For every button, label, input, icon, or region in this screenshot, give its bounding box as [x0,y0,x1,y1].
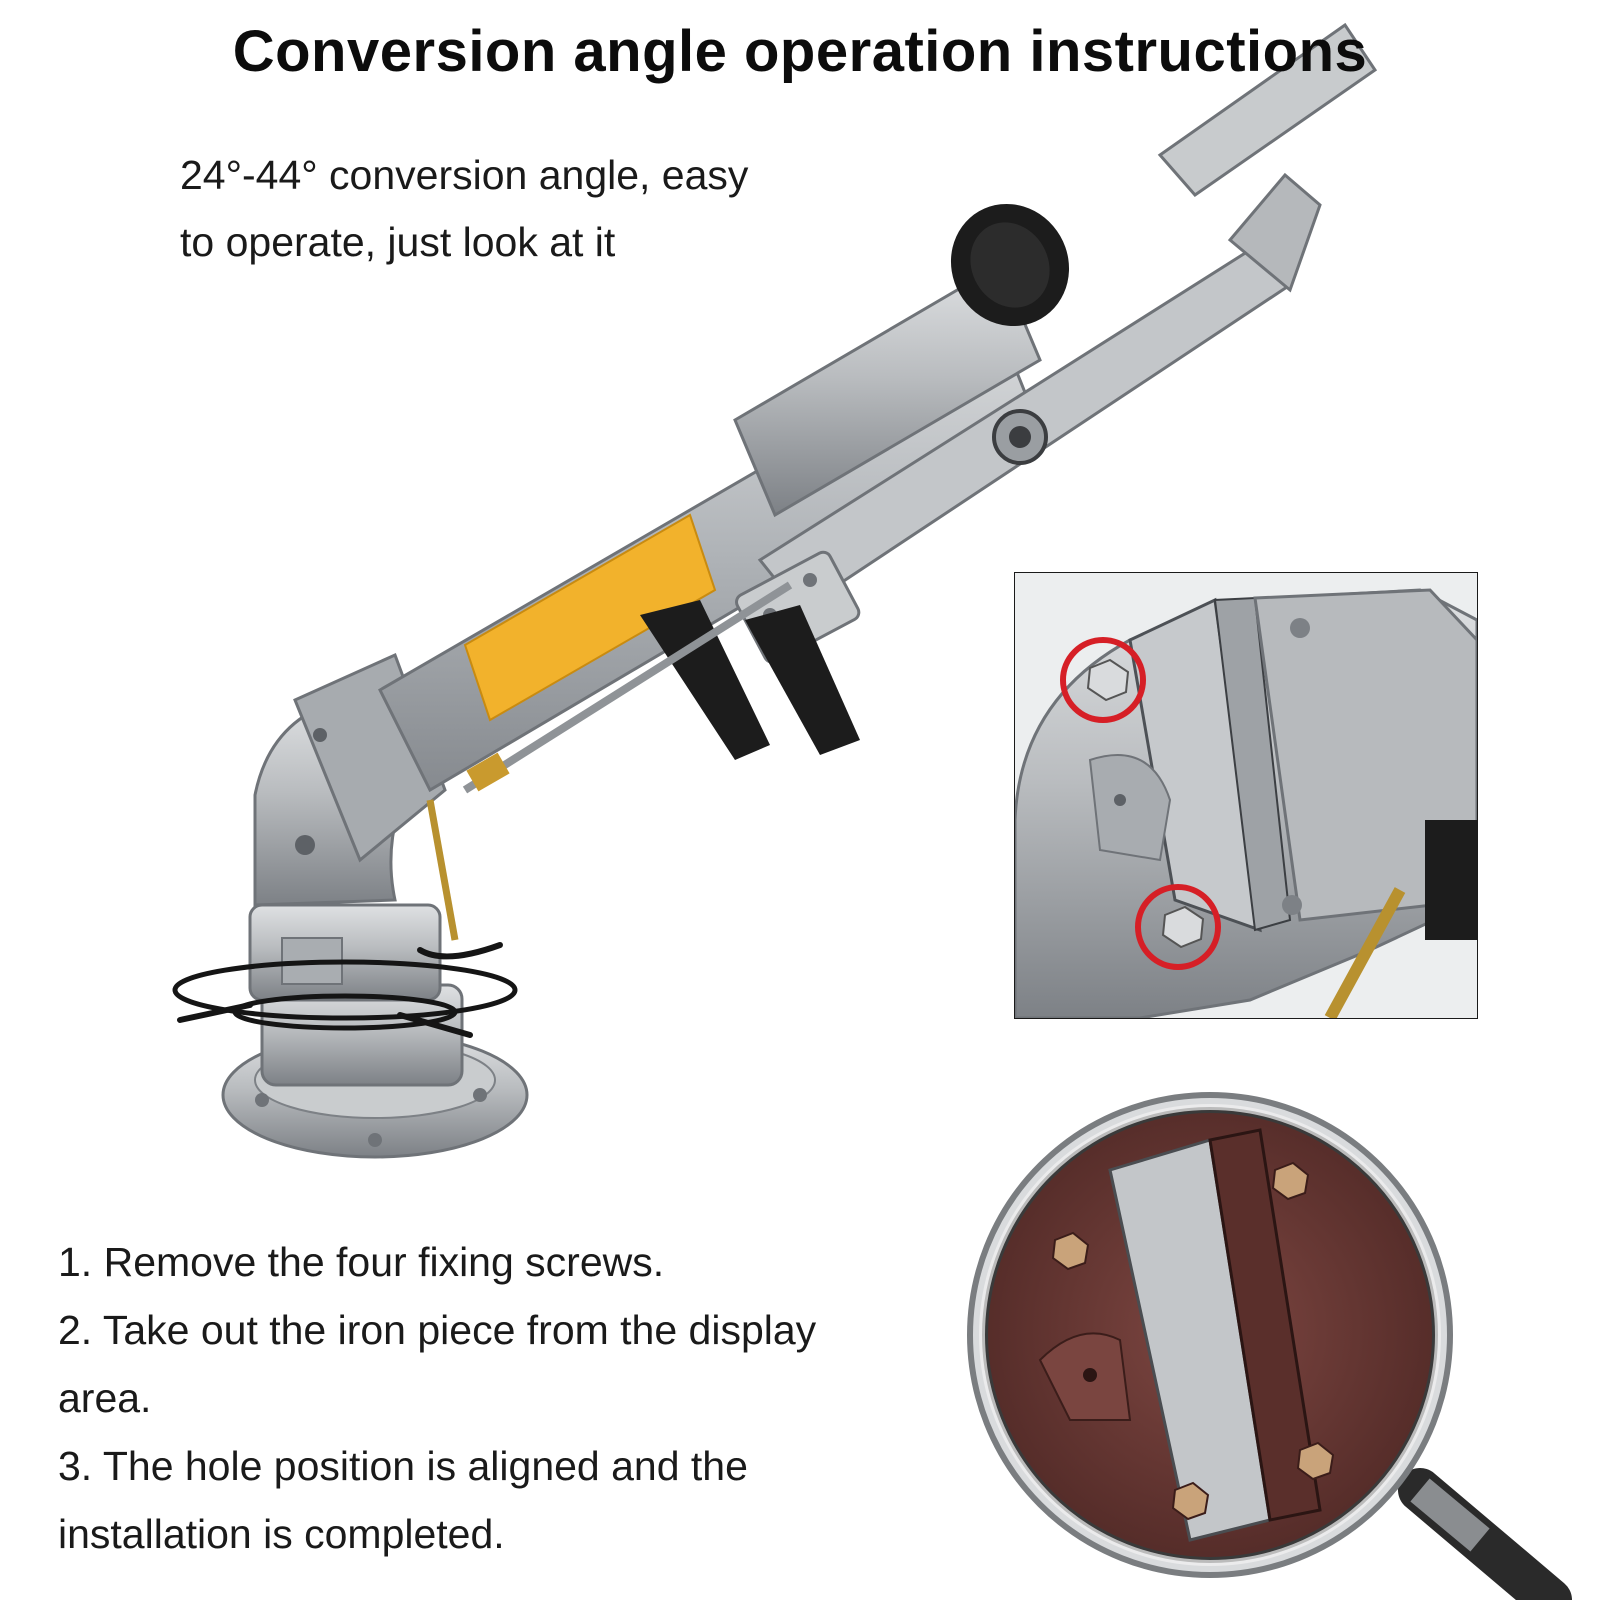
drive-housing [733,262,1042,518]
intro-line: 24°-44° conversion angle, easy [180,152,749,198]
page-title: Conversion angle operation instructions [232,19,1368,84]
deflector-plate [1157,22,1378,197]
intro-text: 24°-44° conversion angle, easy to operat… [180,142,880,276]
bolt-detail-inset [1014,572,1478,1019]
warning-label [463,513,717,722]
highlight-circle-top [1060,637,1146,723]
highlight-circle-bottom [1135,884,1221,970]
reverse-arm [640,600,770,760]
adjust-knob [950,203,1070,327]
step-line: 3. The hole position is aligned and the [58,1443,748,1489]
step-line: 1. Remove the four fixing screws. [58,1239,665,1285]
magnifying-glass-icon [967,1092,1572,1600]
wire-ring [172,959,518,1021]
step-line: 2. Take out the iron piece from the disp… [58,1307,817,1353]
brass-pin [426,799,459,941]
sprinkler-gun [172,22,1378,1159]
magnified-view [988,1113,1432,1557]
step-line: area. [58,1375,152,1421]
instruction-steps: 1. Remove the four fixing screws. 2. Tak… [58,1228,958,1568]
intro-line: to operate, just look at it [180,219,616,265]
step-line: installation is completed. [58,1511,505,1557]
